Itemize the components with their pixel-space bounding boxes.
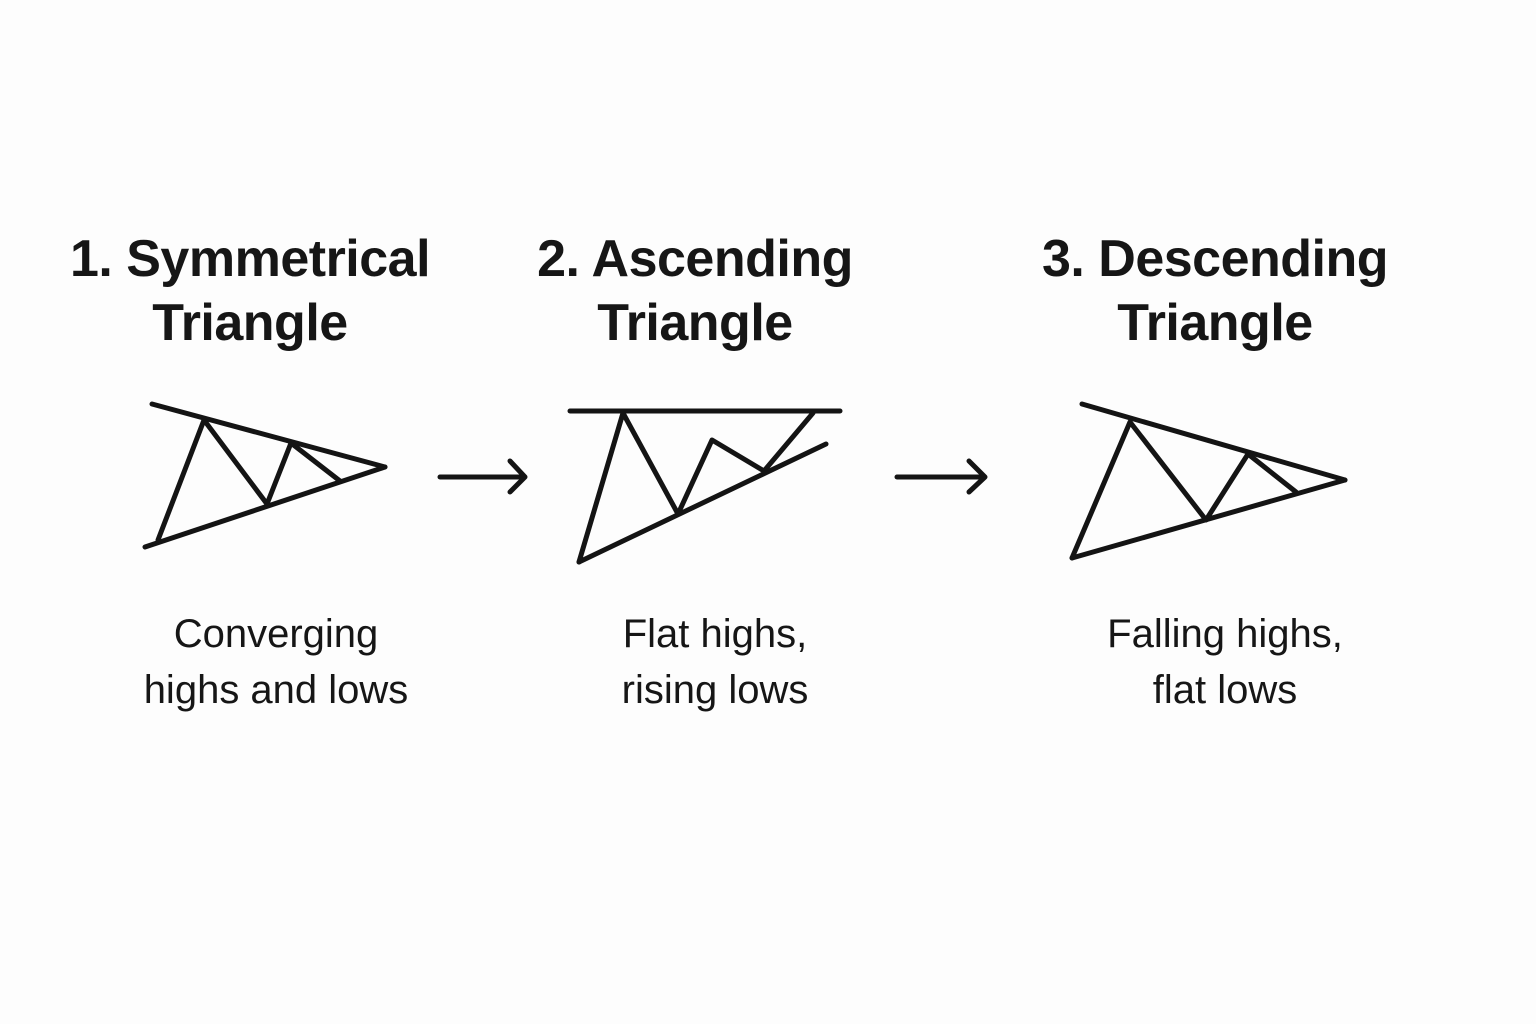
panel-title-ascending: 2. Ascending Triangle (495, 227, 895, 355)
title-line: Triangle (1117, 294, 1313, 352)
lower-trendline (142, 464, 388, 550)
caption-line: Flat highs, (622, 612, 808, 656)
descending-triangle-icon (1069, 401, 1348, 561)
panel-title-symmetrical: 1. Symmetrical Triangle (50, 227, 450, 355)
price-zigzag (576, 410, 816, 565)
title-line: Triangle (597, 294, 793, 352)
caption-line: rising lows (621, 668, 809, 712)
title-line: Triangle (152, 294, 348, 352)
arrow-head (507, 458, 528, 495)
price-zigzag (1069, 419, 1299, 561)
symmetrical-triangle-icon (142, 401, 388, 550)
caption-line: flat lows (1152, 668, 1298, 712)
arrow-right-icon (894, 458, 988, 495)
caption-line: Converging (173, 612, 379, 656)
arrow-head (966, 458, 988, 495)
ascending-triangle-icon (567, 408, 843, 565)
upper-trendline (149, 401, 388, 470)
arrow-right-icon (437, 458, 528, 495)
caption-line: highs and lows (143, 668, 409, 712)
title-line: 3. Descending (1041, 230, 1389, 288)
price-zigzag (155, 417, 343, 543)
rising-support-line (576, 441, 829, 565)
title-line: 2. Ascending (537, 230, 853, 288)
caption-symmetrical: Converging highs and lows (76, 606, 476, 718)
caption-descending: Falling highs, flat lows (1025, 606, 1425, 718)
caption-ascending: Flat highs, rising lows (515, 606, 915, 718)
caption-line: Falling highs, (1107, 612, 1343, 656)
panel-title-descending: 3. Descending Triangle (1015, 227, 1415, 355)
title-line: 1. Symmetrical (69, 230, 431, 288)
falling-resistance-line (1079, 401, 1348, 483)
